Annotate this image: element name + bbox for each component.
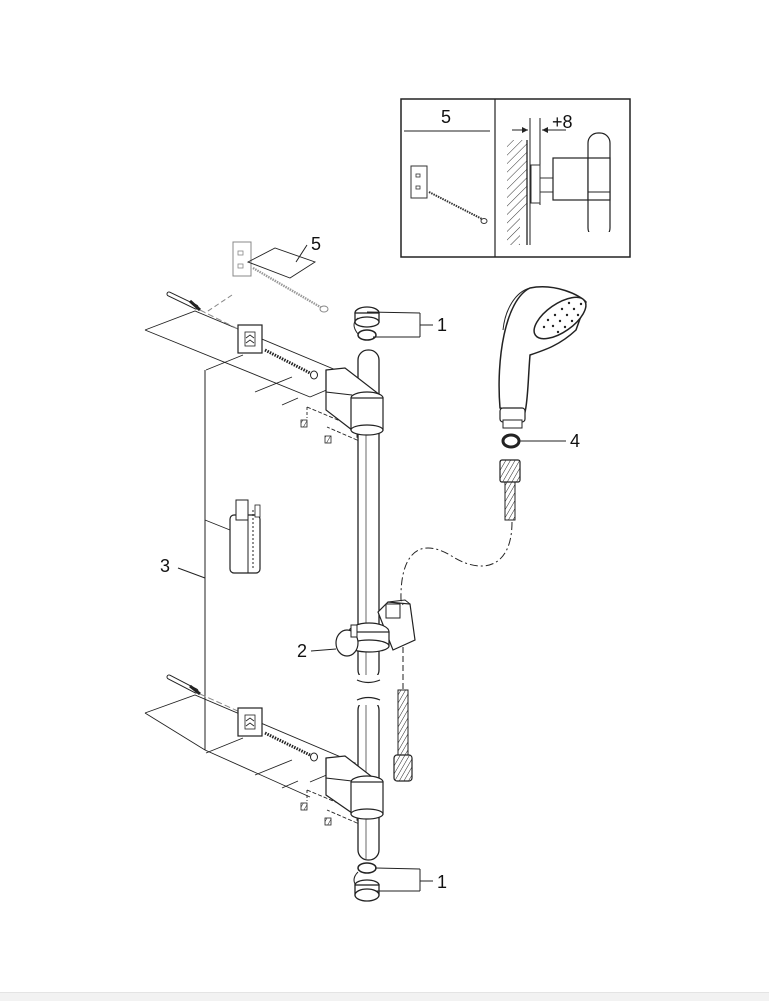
wall-surface-3: 3 [144, 370, 231, 751]
washer-4: 4 [501, 431, 580, 451]
top-mounting-assembly [144, 291, 358, 444]
label-2: 2 [297, 641, 307, 661]
shower-hose [393, 459, 521, 782]
inset-bracket-and-rail [552, 132, 611, 242]
inset-wall-section: +8 [507, 112, 573, 245]
label-4: 4 [570, 431, 580, 451]
inset-label-5: 5 [441, 107, 451, 127]
inset-label-plus8: +8 [552, 112, 573, 132]
top-end-cap-1: 1 [353, 306, 447, 341]
label-1-bottom: 1 [437, 872, 447, 892]
hand-shower [498, 286, 587, 429]
inset-wall-plug [410, 165, 488, 224]
top-rail-bracket [325, 367, 384, 436]
label-3: 3 [160, 556, 170, 576]
bottom-scroll-strip [0, 992, 769, 1001]
slider-2: 2 [297, 599, 416, 690]
label-1-top: 1 [437, 315, 447, 335]
bottom-rail-bracket [325, 755, 384, 820]
top-wall-plug-5: 5 [204, 234, 329, 314]
label-5: 5 [311, 234, 321, 254]
inset-detail: 5 +8 [400, 98, 631, 258]
bottom-mounting-assembly [144, 674, 358, 826]
adapter-block [229, 499, 261, 574]
bottom-end-cap-1: 1 [353, 862, 447, 902]
